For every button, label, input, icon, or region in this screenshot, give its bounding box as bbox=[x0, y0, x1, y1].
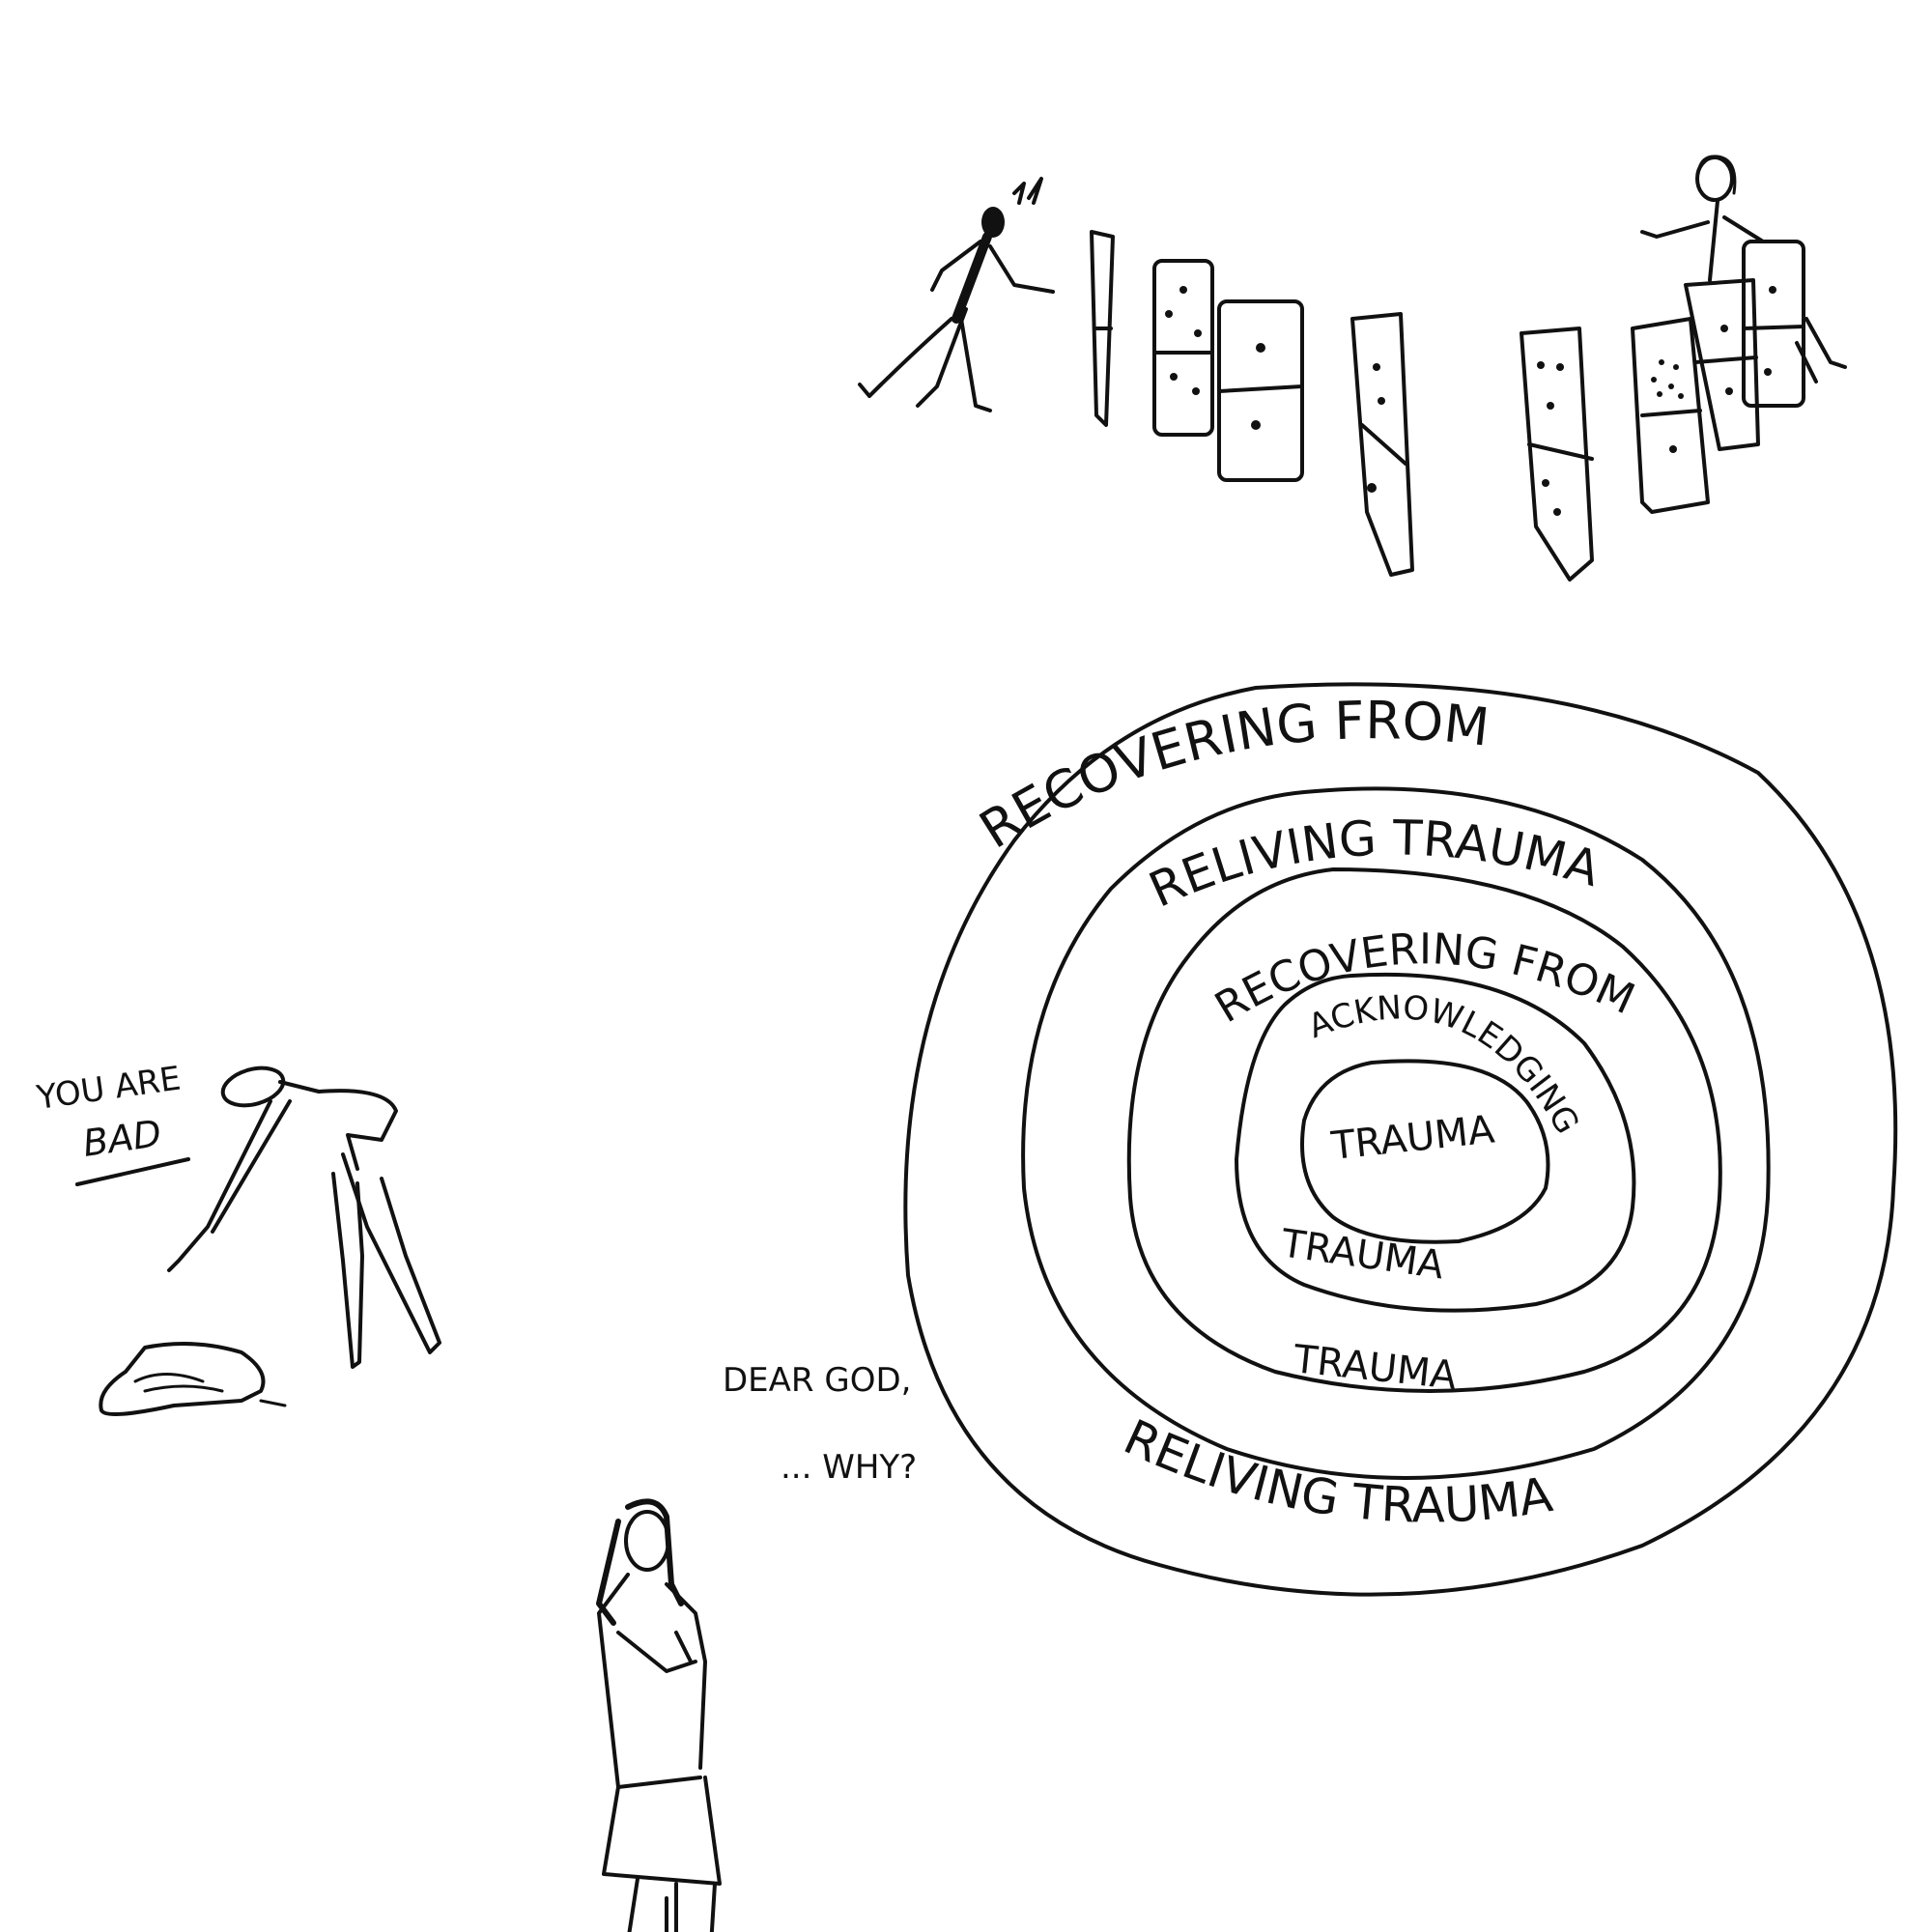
crouched-figure bbox=[99, 1342, 287, 1416]
ring-second bbox=[1021, 786, 1771, 1480]
domino-7 bbox=[1684, 278, 1760, 451]
domino-2 bbox=[1152, 259, 1214, 437]
domino-6 bbox=[1631, 317, 1710, 514]
ring-label-second-bottom: TRAUMA bbox=[1291, 1337, 1460, 1399]
domino-scene bbox=[858, 155, 1847, 582]
speech-why: ... WHY? bbox=[781, 1448, 917, 1487]
devil-figure bbox=[858, 177, 1055, 412]
domino-5 bbox=[1520, 327, 1594, 582]
pointing-figure bbox=[167, 1065, 441, 1369]
domino-4 bbox=[1350, 312, 1414, 577]
trauma-rings: RECOVERING FROM RELIVING TRAUMA RELIVING… bbox=[903, 682, 1898, 1597]
ring-fourth bbox=[1235, 972, 1636, 1313]
domino-falling-first bbox=[1090, 230, 1115, 427]
speech-dear-god: DEAR GOD, bbox=[723, 1361, 911, 1400]
ring-third bbox=[1126, 867, 1722, 1393]
bad-underline bbox=[75, 1157, 190, 1186]
speech-bad: BAD bbox=[80, 1112, 164, 1165]
domino-8 bbox=[1742, 240, 1805, 408]
ring-label-second-top: RELIVING TRAUMA bbox=[1141, 810, 1605, 918]
praying-figure bbox=[596, 1498, 722, 1932]
woman-end-figure bbox=[1640, 155, 1847, 384]
ring-core bbox=[1300, 1059, 1550, 1244]
praying-scene: DEAR GOD, ... WHY? bbox=[596, 1361, 917, 1932]
speech-you-are: YOU ARE bbox=[34, 1059, 184, 1118]
pointing-scene: YOU ARE BAD bbox=[34, 1059, 441, 1416]
domino-3 bbox=[1217, 299, 1304, 482]
ring-outer bbox=[903, 682, 1898, 1597]
ring-label-core: TRAUMA bbox=[1328, 1107, 1497, 1169]
